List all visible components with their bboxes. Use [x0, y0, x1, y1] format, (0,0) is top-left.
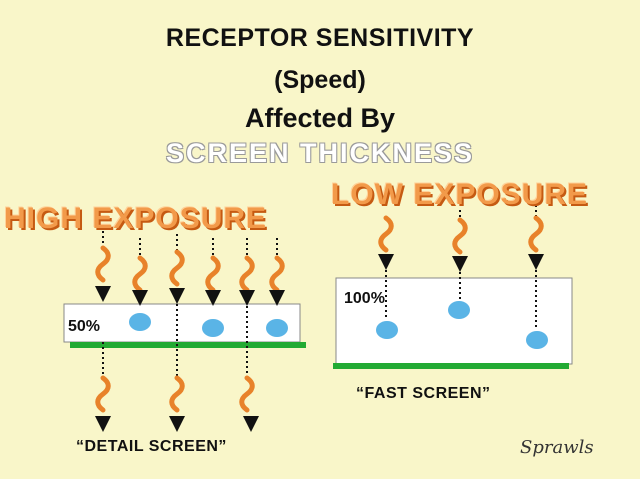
arrow-down-icon [95, 416, 111, 432]
fast-screen-box [335, 277, 573, 365]
photon-right-2 [448, 210, 470, 319]
title-line-4: SCREEN THICKNESS [165, 138, 475, 168]
author-signature: Sprawls [520, 437, 594, 458]
photon-left-6 [266, 238, 288, 337]
light-spot-icon [202, 319, 224, 337]
photon-left-1 [95, 226, 111, 432]
photon-left-2 [129, 238, 151, 331]
wavy-photon-icon [242, 378, 253, 410]
fast-screen-label: “FAST SCREEN” [356, 385, 491, 402]
low-exposure-heading: LOW EXPOSURE [331, 178, 589, 211]
photon-right-1 [376, 218, 398, 339]
wavy-photon-icon [172, 378, 183, 410]
light-spot-icon [129, 313, 151, 331]
high-exposure-heading: HIGH EXPOSURE [4, 202, 268, 235]
arrow-down-icon [378, 254, 394, 270]
wavy-photon-icon [98, 248, 109, 280]
photon-right-3 [526, 200, 548, 349]
arrow-down-icon [169, 416, 185, 432]
detail-sensitivity-value: 50% [68, 318, 101, 335]
wavy-photon-icon [172, 252, 183, 284]
light-spot-icon [448, 301, 470, 319]
arrow-down-icon [452, 256, 468, 272]
detail-screen-label: “DETAIL SCREEN” [76, 438, 227, 455]
light-spot-icon [376, 321, 398, 339]
wavy-photon-icon [135, 258, 146, 290]
wavy-photon-icon [242, 258, 253, 290]
wavy-photon-icon [455, 220, 466, 252]
light-spot-icon [266, 319, 288, 337]
photon-left-3 [169, 234, 185, 432]
title-line-3: Affected By [244, 103, 396, 133]
wavy-photon-icon [381, 218, 392, 250]
wavy-photon-icon [272, 258, 283, 290]
wavy-photon-icon [208, 258, 219, 290]
wavy-photon-icon [531, 218, 542, 250]
photon-left-5 [239, 238, 259, 432]
title-line-2: (Speed) [274, 66, 366, 94]
arrow-down-icon [243, 416, 259, 432]
title-line-1: RECEPTOR SENSITIVITY [165, 24, 475, 52]
wavy-photon-icon [98, 378, 109, 410]
fast-sensitivity-value: 100% [344, 290, 385, 307]
arrow-down-icon [95, 286, 111, 302]
light-spot-icon [526, 331, 548, 349]
arrow-down-icon [169, 288, 185, 304]
detail-screen-box [63, 303, 301, 343]
photon-left-4 [202, 238, 224, 337]
arrow-down-icon [528, 254, 544, 270]
